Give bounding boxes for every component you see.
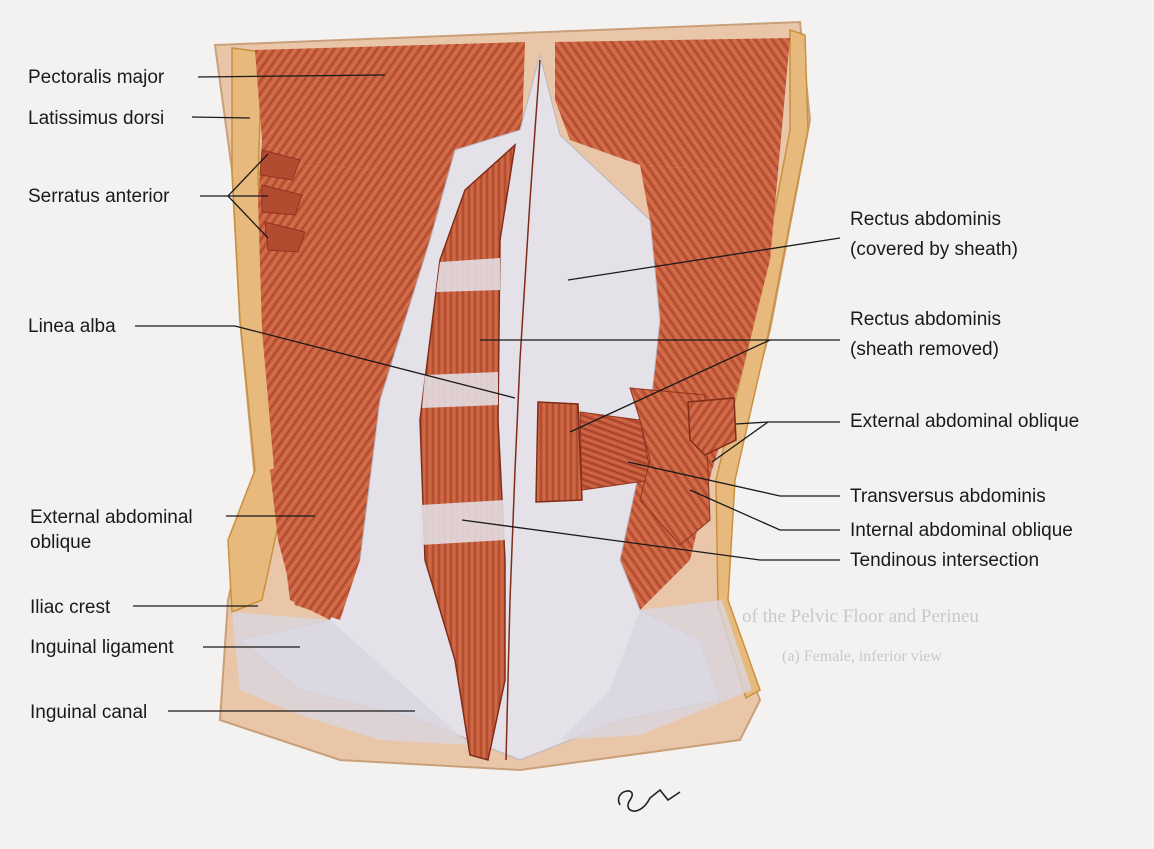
label-rectus-removed-1: Rectus abdominis <box>850 309 1002 330</box>
pectoralis-left <box>255 42 525 170</box>
label-tendinous: Tendinous intersection <box>850 550 1040 571</box>
label-pectoralis-major: Pectoralis major <box>28 67 165 88</box>
label-inguinal-ligament: Inguinal ligament <box>30 637 174 658</box>
label-transversus: Transversus abdominis <box>850 486 1046 507</box>
external-oblique-left <box>270 440 360 620</box>
label-internal-oblique: Internal abdominal oblique <box>850 520 1073 541</box>
label-iliac-crest: Iliac crest <box>30 597 111 618</box>
artist-signature <box>617 788 681 812</box>
label-external-oblique-right: External abdominal oblique <box>850 411 1080 432</box>
pectoralis-right <box>555 38 790 170</box>
linea-alba-line <box>505 59 541 761</box>
label-external-oblique-left-2: oblique <box>30 532 92 553</box>
external-oblique-flap <box>687 397 737 456</box>
label-external-oblique-left-1: External abdominal <box>30 507 193 528</box>
rectus-right-window <box>535 401 583 503</box>
label-latissimus-dorsi: Latissimus dorsi <box>28 108 165 129</box>
bleed-through-text: of the Pelvic Floor and Perineu <box>742 606 979 627</box>
inguinal-region <box>232 612 470 745</box>
rectus-left <box>419 143 517 761</box>
label-serratus-anterior: Serratus anterior <box>28 186 170 207</box>
label-rectus-sheath-2: (covered by sheath) <box>850 239 1018 260</box>
bleed-through-text: (a) Female, inferior view <box>782 648 942 665</box>
label-inguinal-canal: Inguinal canal <box>30 702 148 723</box>
inguinal-region-right <box>560 600 752 740</box>
leader-lines <box>133 74 841 712</box>
label-linea-alba: Linea alba <box>28 316 116 337</box>
label-rectus-sheath-1: Rectus abdominis <box>850 209 1002 230</box>
label-rectus-removed-2: (sheath removed) <box>850 339 999 360</box>
serratus-digitations <box>259 149 306 253</box>
tendinous-bands <box>420 258 505 545</box>
